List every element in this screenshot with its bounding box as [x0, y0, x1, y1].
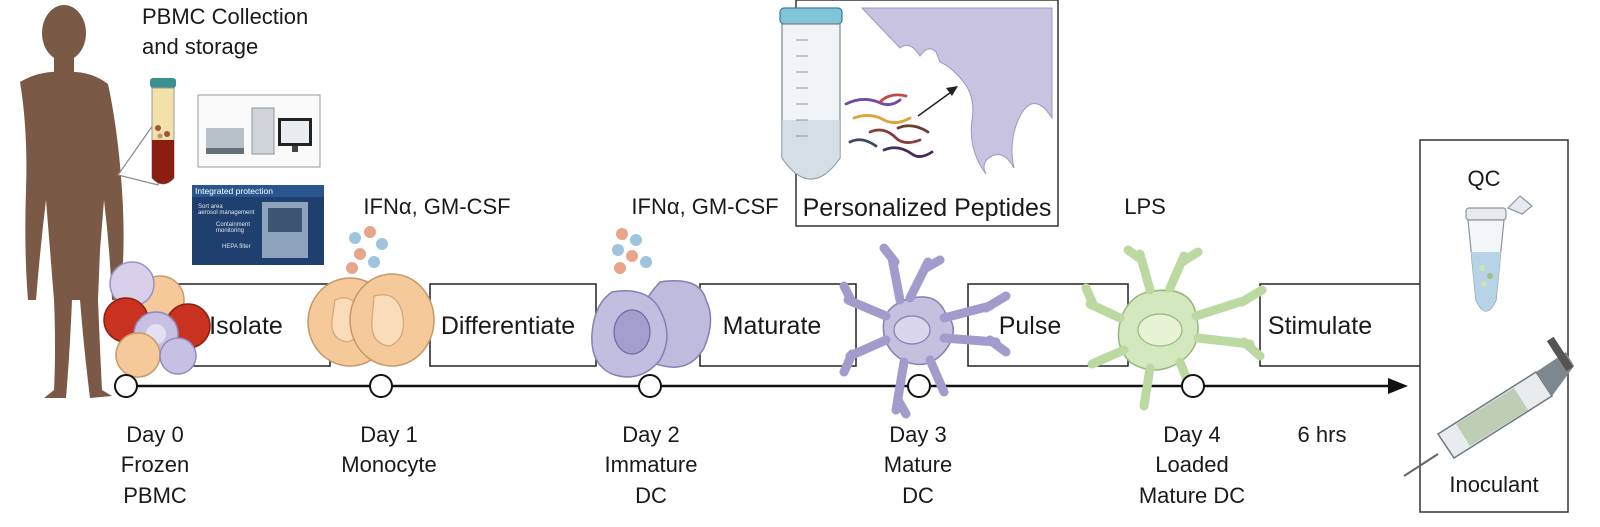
qc-label: QC [1468, 166, 1501, 191]
pbmc-cells-icon [103, 261, 211, 378]
day3-line3: DC [902, 483, 934, 508]
day-1-label: Day 1 Monocyte [341, 422, 436, 477]
day4-line2: Loaded [1155, 452, 1228, 477]
peptides-panel: Personalized Peptides [779, 0, 1059, 227]
day1-line2: Monocyte [341, 452, 436, 477]
day1-line1: Day 1 [360, 422, 417, 447]
day-0-label: Day 0 Frozen PBMC [121, 422, 189, 508]
duration-label: 6 hrs [1298, 422, 1347, 447]
reagent-label-day1: IFNα, GM-CSF [363, 194, 510, 219]
equipment-label-2: aerosol management [198, 210, 255, 216]
timeline-node-day2 [638, 374, 662, 398]
step-box-differentiate [429, 283, 597, 367]
collection-title-line-1: PBMC Collection [142, 4, 308, 29]
instrument-photo [197, 94, 321, 168]
timeline-node-day3 [907, 374, 931, 398]
equipment-label-1: Sort area [198, 204, 223, 210]
step-isolate-label: Isolate [209, 312, 283, 340]
cytokine-dots-2-icon [612, 228, 652, 274]
timeline-node-day1 [369, 374, 393, 398]
human-silhouette-icon [20, 5, 124, 398]
day3-line1: Day 3 [889, 422, 946, 447]
equipment-label-3: Containment [216, 222, 250, 228]
step-box-stimulate [1259, 283, 1423, 367]
day0-line2: Frozen [121, 452, 189, 477]
step-differentiate-label: Differentiate [441, 312, 575, 340]
day4-line1: Day 4 [1163, 422, 1220, 447]
timeline-node-day4 [1181, 374, 1205, 398]
biosafety-cabinet-photo: Integrated protection Sort area aerosol … [192, 185, 324, 265]
step-box-maturate [699, 283, 857, 367]
timeline-node-day0 [114, 374, 138, 398]
peptides-label: Personalized Peptides [803, 194, 1052, 222]
immature-dc-cells-icon [591, 280, 712, 378]
day-2-label: Day 2 Immature DC [605, 422, 698, 508]
blood-tube-icon [150, 78, 176, 185]
timeline-arrowhead [1388, 378, 1408, 394]
monocyte-cells-icon [307, 273, 435, 367]
day2-line1: Day 2 [622, 422, 679, 447]
eppendorf-tube-icon [1465, 195, 1533, 312]
day2-line3: DC [635, 483, 667, 508]
step-pulse-label: Pulse [999, 312, 1062, 340]
day-3-label: Day 3 Mature DC [884, 422, 952, 508]
equipment-panel-title: Integrated protection [195, 186, 273, 196]
day2-line2: Immature [605, 452, 698, 477]
equipment-label-4: monitoring [216, 228, 244, 234]
step-boxes [177, 283, 1423, 367]
step-maturate-label: Maturate [723, 312, 822, 340]
step-stimulate-label: Stimulate [1268, 312, 1372, 340]
equipment-label-5: HEPA filter [222, 244, 251, 250]
syringe-icon [1403, 336, 1574, 477]
output-panel: QC Inoculant [1403, 139, 1574, 513]
timeline-nodes [114, 374, 1205, 398]
reagent-label-day2: IFNα, GM-CSF [631, 194, 778, 219]
day3-line2: Mature [884, 452, 952, 477]
inoculant-label: Inoculant [1449, 472, 1538, 497]
day4-line3: Mature DC [1139, 483, 1245, 508]
collection-title-line-2: and storage [142, 34, 258, 59]
mature-dc-cell-icon [839, 243, 1011, 419]
reagent-label-lps: LPS [1124, 194, 1166, 219]
day0-line3: PBMC [123, 483, 187, 508]
day-4-label: Day 4 Loaded Mature DC [1139, 422, 1245, 508]
cytokine-dots-1-icon [346, 226, 388, 274]
day0-line1: Day 0 [126, 422, 183, 447]
